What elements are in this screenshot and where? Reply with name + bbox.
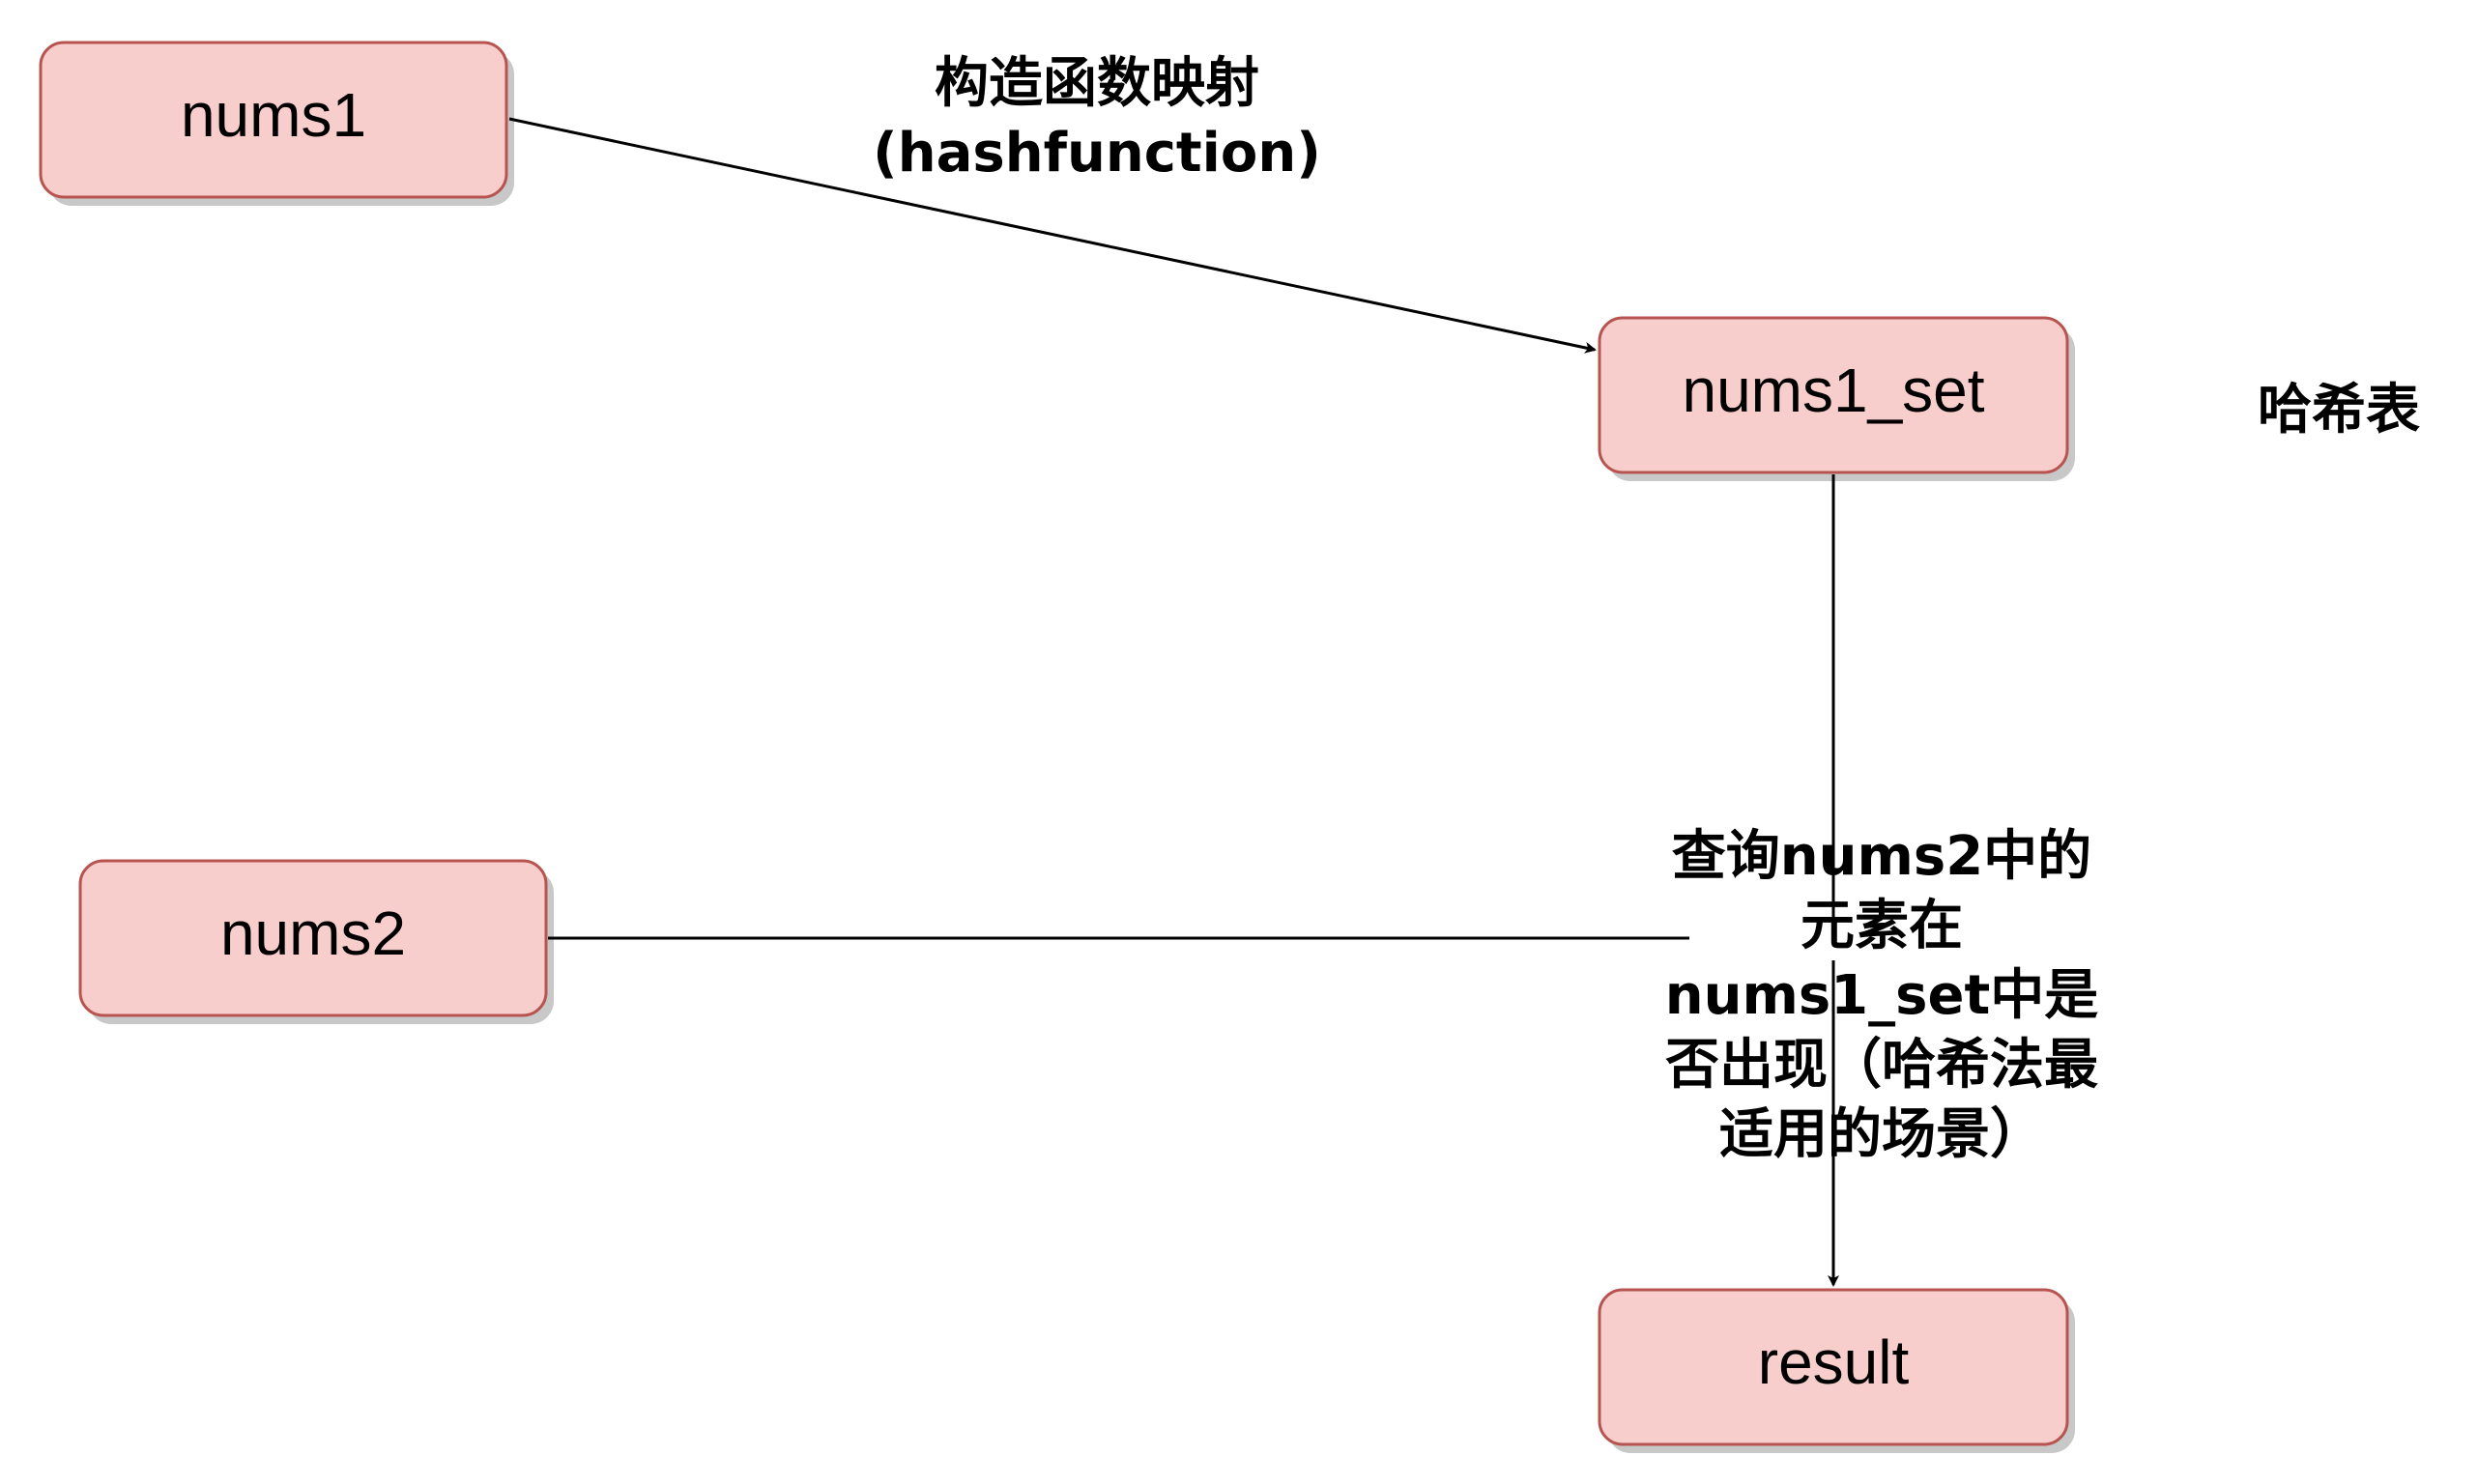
hashfunction-label-line2: (hashfunction): [873, 122, 1321, 185]
edge-nums1-to-nums1-set[interactable]: [508, 117, 1597, 354]
node-nums2-label: nums2: [220, 899, 406, 968]
query-label-line3: nums1_set中是: [1665, 964, 2098, 1027]
node-nums1-set-box[interactable]: [1598, 316, 2069, 474]
node-nums1[interactable]: nums1: [39, 41, 514, 206]
node-nums1-set[interactable]: nums1_set: [1598, 316, 2075, 481]
query-label-background: [1689, 918, 1977, 960]
node-nums1-label: nums1: [181, 80, 366, 150]
node-nums2[interactable]: nums2: [78, 859, 554, 1024]
node-result[interactable]: result: [1598, 1288, 2075, 1453]
node-nums1-box[interactable]: [39, 41, 508, 199]
edge-label-hashfunction: 构造函数映射 (hashfunction): [873, 52, 1321, 185]
edge-label-query: 查询nums2中的 元素在 nums1_set中是 否出现（哈希法最 适用的场景…: [1665, 825, 2098, 1166]
node-nums1-set-label: nums1_set: [1682, 356, 1984, 425]
node-result-label: result: [1758, 1327, 1910, 1397]
node-nums2-box[interactable]: [78, 859, 548, 1017]
query-label-line1: 查询nums2中的: [1672, 825, 2091, 888]
query-label-line2: 元素在: [1801, 895, 1963, 957]
query-label-line4: 否出现（哈希法最: [1665, 1034, 2098, 1097]
hash-table-label: 哈希表: [2258, 379, 2420, 442]
query-label-line5: 适用的场景）: [1719, 1103, 2044, 1166]
node-result-box[interactable]: [1598, 1288, 2069, 1446]
hashfunction-label-line1: 构造函数映射: [935, 52, 1259, 115]
